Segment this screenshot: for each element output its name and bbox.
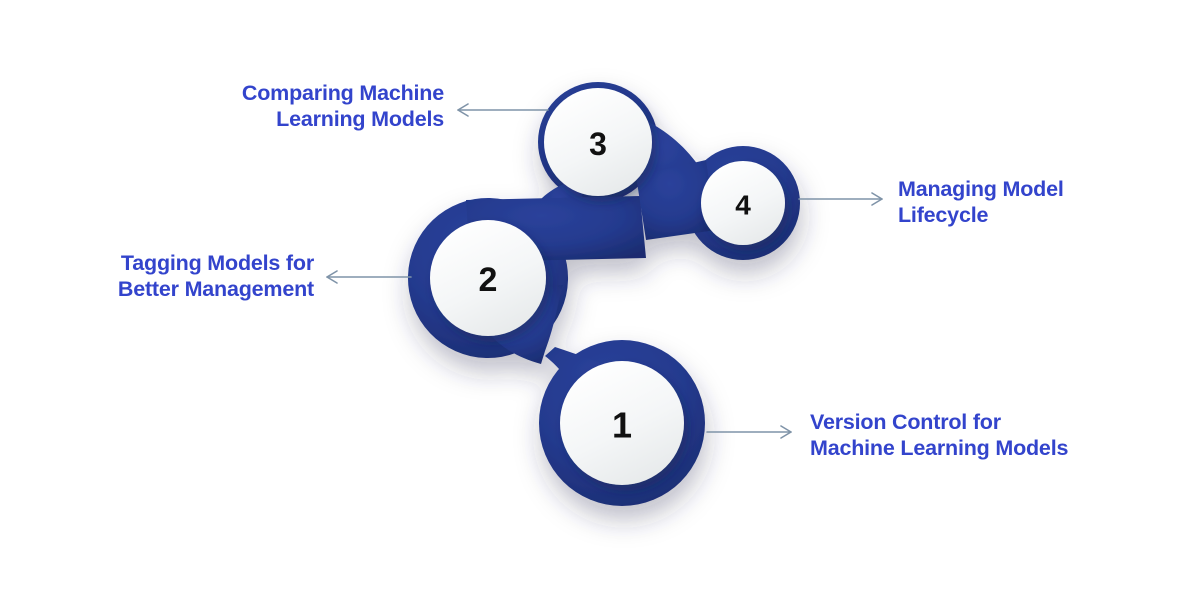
node-4[interactable]: 4 — [701, 161, 785, 245]
arrow-node-2 — [326, 270, 412, 284]
node-2-number: 2 — [479, 261, 498, 299]
node-4-number: 4 — [735, 190, 751, 221]
step-label-1: Version Control for Machine Learning Mod… — [810, 410, 1069, 460]
node-4-disc[interactable] — [701, 161, 785, 245]
node-2[interactable]: 2 — [430, 220, 546, 336]
node-3-disc[interactable] — [544, 88, 652, 196]
arrows — [326, 103, 883, 439]
arrow-node-3 — [457, 103, 549, 117]
node-1[interactable]: 1 — [560, 361, 684, 485]
step-label-3: Comparing Machine Learning Models — [241, 81, 444, 131]
node-3[interactable]: 3 — [544, 88, 652, 196]
arrow-node-4 — [798, 192, 883, 206]
node-3-number: 3 — [589, 126, 607, 162]
step-label-2: Tagging Models for Better Management — [117, 251, 314, 301]
node-1-disc[interactable] — [560, 361, 684, 485]
arrow-node-1 — [706, 425, 792, 439]
node-2-disc[interactable] — [430, 220, 546, 336]
node-1-number: 1 — [612, 405, 632, 446]
step-label-4: Managing Model Lifecycle — [898, 177, 1064, 227]
